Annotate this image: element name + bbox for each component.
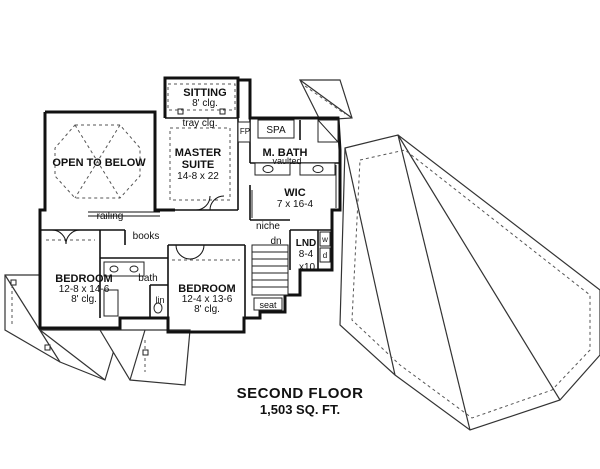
master-suite-size: 14-8 x 22 <box>177 171 219 182</box>
laundry-size-1: 8-4 <box>299 249 314 260</box>
wic-size: 7 x 16-4 <box>277 199 314 210</box>
tray-ceiling-label: tray clg. <box>182 118 217 129</box>
fp-label: FP <box>240 127 250 136</box>
stairs-down-label: dn <box>270 236 281 247</box>
porch-roof <box>4 274 191 386</box>
books-label: books <box>133 231 160 242</box>
floor-area: 1,503 SQ. FT. <box>259 402 341 417</box>
stairs <box>251 244 289 296</box>
bedroom-1-detail: 8' clg. <box>71 294 97 305</box>
master-suite-line2: SUITE <box>182 159 214 171</box>
bedroom-1-label: BEDROOM <box>55 273 112 285</box>
fixtures <box>46 83 339 317</box>
railing-label: railing <box>97 211 124 222</box>
sitting-label: SITTING <box>183 87 226 99</box>
bedroom-1-size: 12-8 x 14-6 <box>59 284 110 295</box>
laundry-label: LND <box>296 238 317 249</box>
open-to-below-label: OPEN TO BELOW <box>52 157 146 169</box>
laundry-size-2: x10 <box>299 262 316 273</box>
linen-label: lin <box>155 295 164 305</box>
bedroom-2-label: BEDROOM <box>178 283 235 295</box>
master-bath-detail: vaulted <box>272 156 301 166</box>
master-bath-label: M. BATH <box>262 147 307 159</box>
seat-label: seat <box>259 300 277 310</box>
room-labels: SITTING 8' clg. tray clg. MASTER SUITE 1… <box>52 87 328 315</box>
wic-label: WIC <box>284 187 305 199</box>
exterior-walls <box>38 76 342 334</box>
right-roof <box>339 134 600 431</box>
upper-roof <box>299 79 353 121</box>
niche-label: niche <box>256 221 280 232</box>
bath-label: bath <box>138 273 157 284</box>
sitting-detail: 8' clg. <box>192 98 218 109</box>
master-suite-line1: MASTER <box>175 147 222 159</box>
bedroom-2-detail: 8' clg. <box>194 304 220 315</box>
spa-label: SPA <box>266 125 286 136</box>
bedroom-2-size: 12-4 x 13-6 <box>182 294 233 305</box>
dryer-label: d <box>323 251 327 260</box>
floor-title: SECOND FLOOR <box>236 385 364 402</box>
washer-label: w <box>321 235 328 244</box>
